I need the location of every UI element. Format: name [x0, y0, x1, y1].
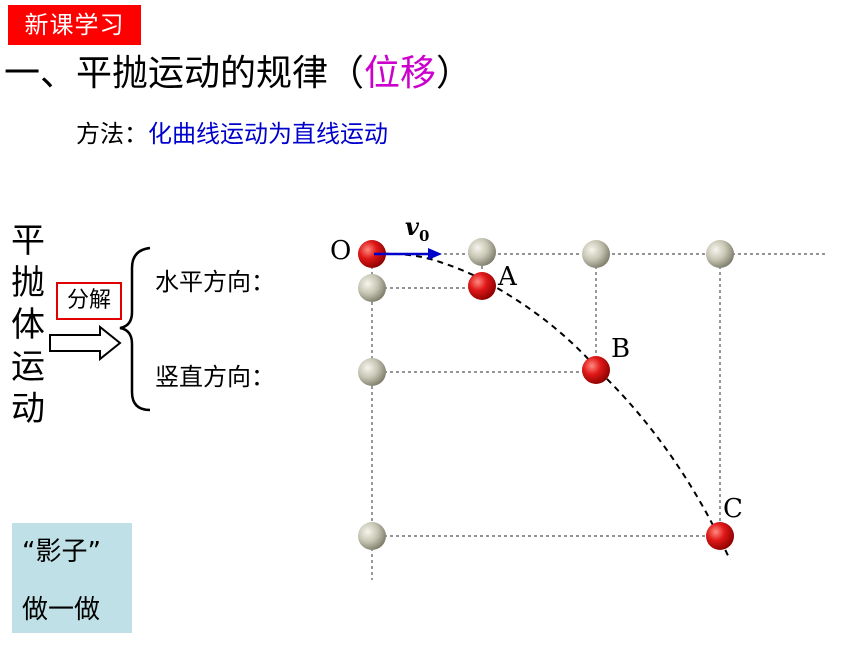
horizontal-direction-label: 水平方向： — [155, 268, 275, 296]
velocity-arrowhead — [428, 248, 442, 260]
section-tag: 新课学习 — [8, 5, 141, 45]
vertical-direction-label: 竖直方向： — [155, 363, 275, 391]
vertical-char: 体 — [11, 305, 45, 345]
method-line: 方法：化曲线运动为直线运动 — [76, 116, 388, 152]
method-label: 方法： — [76, 120, 148, 148]
trajectory-curve — [371, 252, 731, 561]
gray-ball — [468, 238, 496, 266]
decompose-box: 分解 — [56, 282, 122, 320]
title-prefix: 一、平抛运动的规律（ — [4, 53, 365, 94]
red-ball-a — [468, 272, 496, 300]
shadow-box-title: “影子” — [22, 537, 101, 567]
vertical-char: 动 — [11, 389, 45, 429]
red-ball-c — [706, 522, 734, 550]
point-c-label: C — [723, 494, 743, 524]
gray-ball — [706, 240, 734, 268]
hollow-arrow — [49, 324, 122, 362]
title-suffix: ） — [436, 53, 473, 94]
velocity-label: v0 — [405, 212, 429, 245]
vertical-char: 平 — [11, 221, 45, 261]
method-text: 化曲线运动为直线运动 — [148, 120, 388, 148]
vertical-char: 抛 — [11, 263, 45, 303]
gray-ball — [358, 522, 386, 550]
brace — [119, 246, 151, 412]
velocity-subscript: 0 — [418, 226, 430, 245]
velocity-symbol: v — [405, 212, 419, 241]
gray-ball — [582, 240, 610, 268]
grid-lines — [371, 253, 825, 580]
red-ball-origin — [358, 240, 386, 268]
red-ball-b — [582, 356, 610, 384]
vertical-title: 平 抛 体 运 动 — [8, 220, 48, 430]
shadow-box-action: 做一做 — [22, 595, 101, 625]
vertical-char: 运 — [11, 347, 45, 387]
point-b-label: B — [611, 334, 631, 364]
title-highlight: 位移 — [364, 53, 437, 94]
gray-ball — [358, 274, 386, 302]
origin-label: O — [330, 236, 352, 266]
shadow-activity-box[interactable]: “影子” 做一做 — [12, 523, 132, 633]
point-a-label: A — [498, 262, 517, 292]
gray-ball — [358, 358, 386, 386]
page-title: 一、平抛运动的规律（位移） — [4, 50, 472, 98]
